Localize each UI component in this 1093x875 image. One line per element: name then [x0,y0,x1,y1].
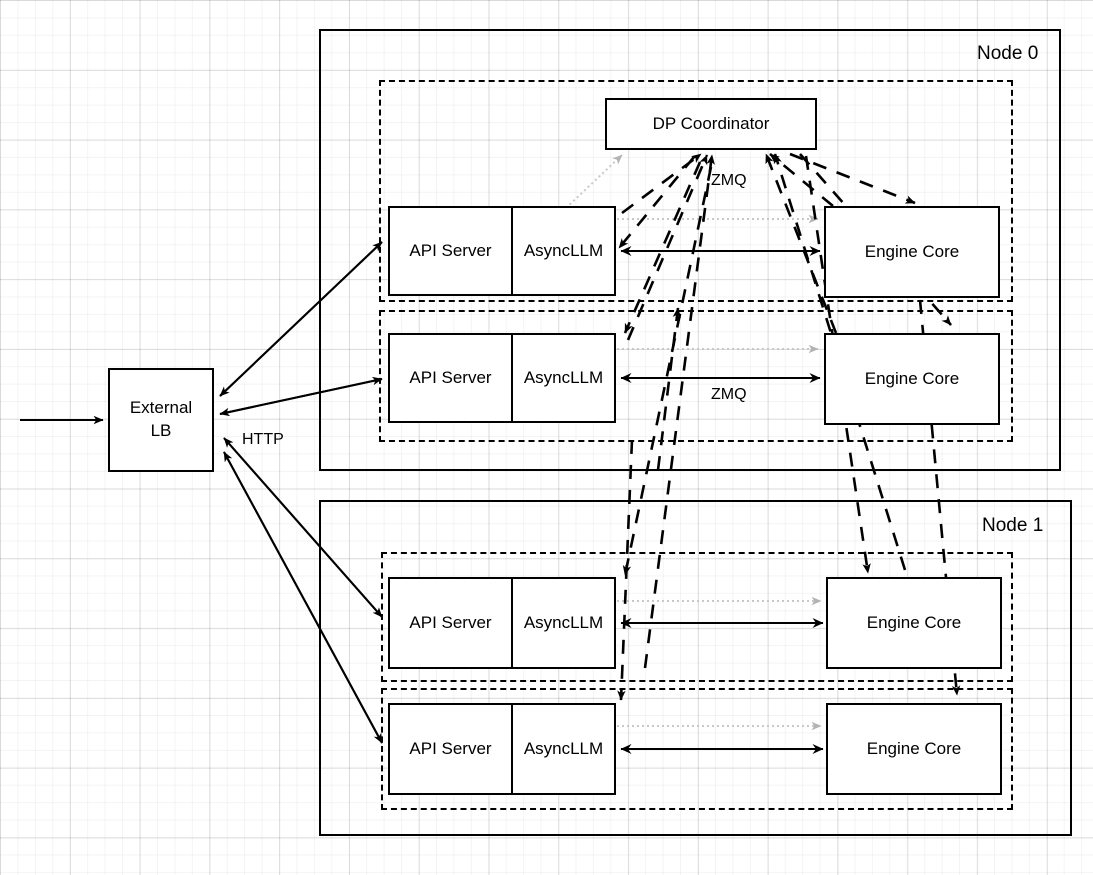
api-server-label-0-1: API Server [390,335,513,421]
async-llm-label-1-0: AsyncLLM [523,613,604,632]
node-1-engine-core-0[interactable]: Engine Core [826,577,1002,669]
node-1-engine-core-1[interactable]: Engine Core [826,703,1002,795]
node-0-api-server-group-0[interactable]: API Server AsyncLLM [388,206,616,296]
external-lb-line-2: LB [150,421,172,440]
external-lb-line-1: External [129,398,193,418]
node-0-label: Node 0 [977,43,1039,64]
async-llm-label-1-1: AsyncLLM [523,739,604,758]
node-1-container [319,500,1072,836]
api-server-label-0-0: API Server [390,208,513,294]
node-0-container [319,29,1061,471]
node-1-group-0 [381,552,1013,682]
zmq-label-node-0-group-0: ZMQ [711,172,747,189]
node-0-group-0 [379,80,1013,302]
engine-core-label-1-1: Engine Core [866,739,962,758]
async-llm-label-0-1: AsyncLLM [523,368,604,387]
dp-coordinator-box[interactable]: DP Coordinator [605,98,817,150]
node-0-api-server-group-1[interactable]: API Server AsyncLLM [388,333,616,423]
api-server-label-1-1: API Server [390,705,513,793]
node-1-api-server-group-0[interactable]: API Server AsyncLLM [388,577,616,669]
node-0-engine-core-0[interactable]: Engine Core [824,206,1000,298]
node-1-label: Node 1 [982,515,1044,536]
node-0-engine-core-1[interactable]: Engine Core [824,333,1000,425]
zmq-label-node-0-group-1: ZMQ [711,386,747,403]
engine-core-label-0-1: Engine Core [864,369,960,388]
engine-core-label-1-0: Engine Core [866,613,962,632]
node-1-group-1 [381,688,1013,810]
external-lb-box[interactable]: External LB [108,368,214,472]
http-label: HTTP [242,431,284,448]
node-1-api-server-group-1[interactable]: API Server AsyncLLM [388,703,616,795]
dp-coordinator-label: DP Coordinator [652,114,770,133]
node-0-group-1 [379,310,1013,442]
api-server-label-1-0: API Server [390,579,513,667]
async-llm-label-0-0: AsyncLLM [523,241,604,260]
engine-core-label-0-0: Engine Core [864,242,960,261]
